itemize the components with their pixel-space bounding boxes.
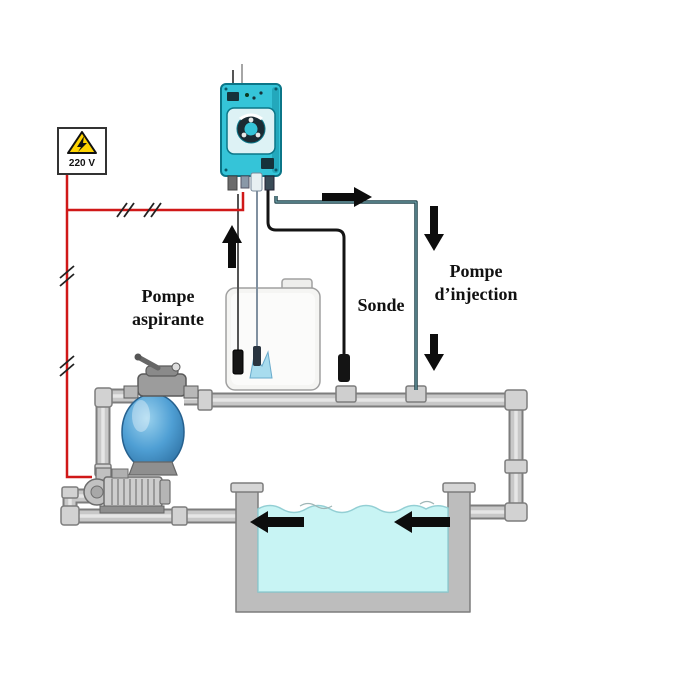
power-wiring <box>59 174 245 479</box>
label-suction-pump: Pompe aspirante <box>132 286 204 330</box>
filter-tank-base <box>128 461 178 476</box>
flow-arrow-right-top <box>322 187 372 207</box>
flow-arrow-down-top-right <box>424 206 444 251</box>
pipe-couplings <box>60 385 528 526</box>
valve-handle <box>135 354 161 371</box>
suction-foot-valve <box>232 349 244 375</box>
lightning-bolt-icon <box>77 136 87 152</box>
red-wire-to-doser <box>67 192 245 212</box>
injection-valve <box>250 172 263 192</box>
pressure-gauge <box>171 362 181 372</box>
label-voltage: 220 V <box>68 158 96 169</box>
cable-break-marks <box>59 202 162 377</box>
level-sensor-tip <box>253 346 261 366</box>
pvc-piping <box>60 385 528 526</box>
circulation-pump <box>83 467 171 514</box>
pool-flow-arrow-left-2 <box>394 511 450 533</box>
label-injection-pump: Pompe d’injection <box>434 261 518 305</box>
injection-flow-arrow <box>424 334 444 371</box>
doser-connectors <box>227 172 275 192</box>
multiport-valve <box>123 353 199 399</box>
injection-line <box>274 196 418 390</box>
suction-lances <box>232 190 261 375</box>
suction-flow-arrow <box>222 225 242 268</box>
pool-water <box>257 504 449 593</box>
pool-right-wall-cap <box>442 482 476 493</box>
dosing-pump-unit <box>220 64 282 192</box>
sand-filter <box>121 353 199 476</box>
red-wire-to-pump <box>65 174 92 479</box>
pool-flow-arrow-left-1 <box>250 511 304 533</box>
pool-left-wall-cap <box>230 482 264 493</box>
chemical-container <box>225 278 321 391</box>
pump-tube <box>239 113 263 121</box>
power-supply-box <box>57 127 107 175</box>
flow-arrows <box>222 187 450 533</box>
probe-line <box>266 190 350 382</box>
pool-basin <box>230 482 476 613</box>
label-probe: Sonde <box>357 295 405 315</box>
doser-display <box>227 92 239 101</box>
filter-tank-body <box>121 393 185 471</box>
probe-body <box>338 354 350 382</box>
